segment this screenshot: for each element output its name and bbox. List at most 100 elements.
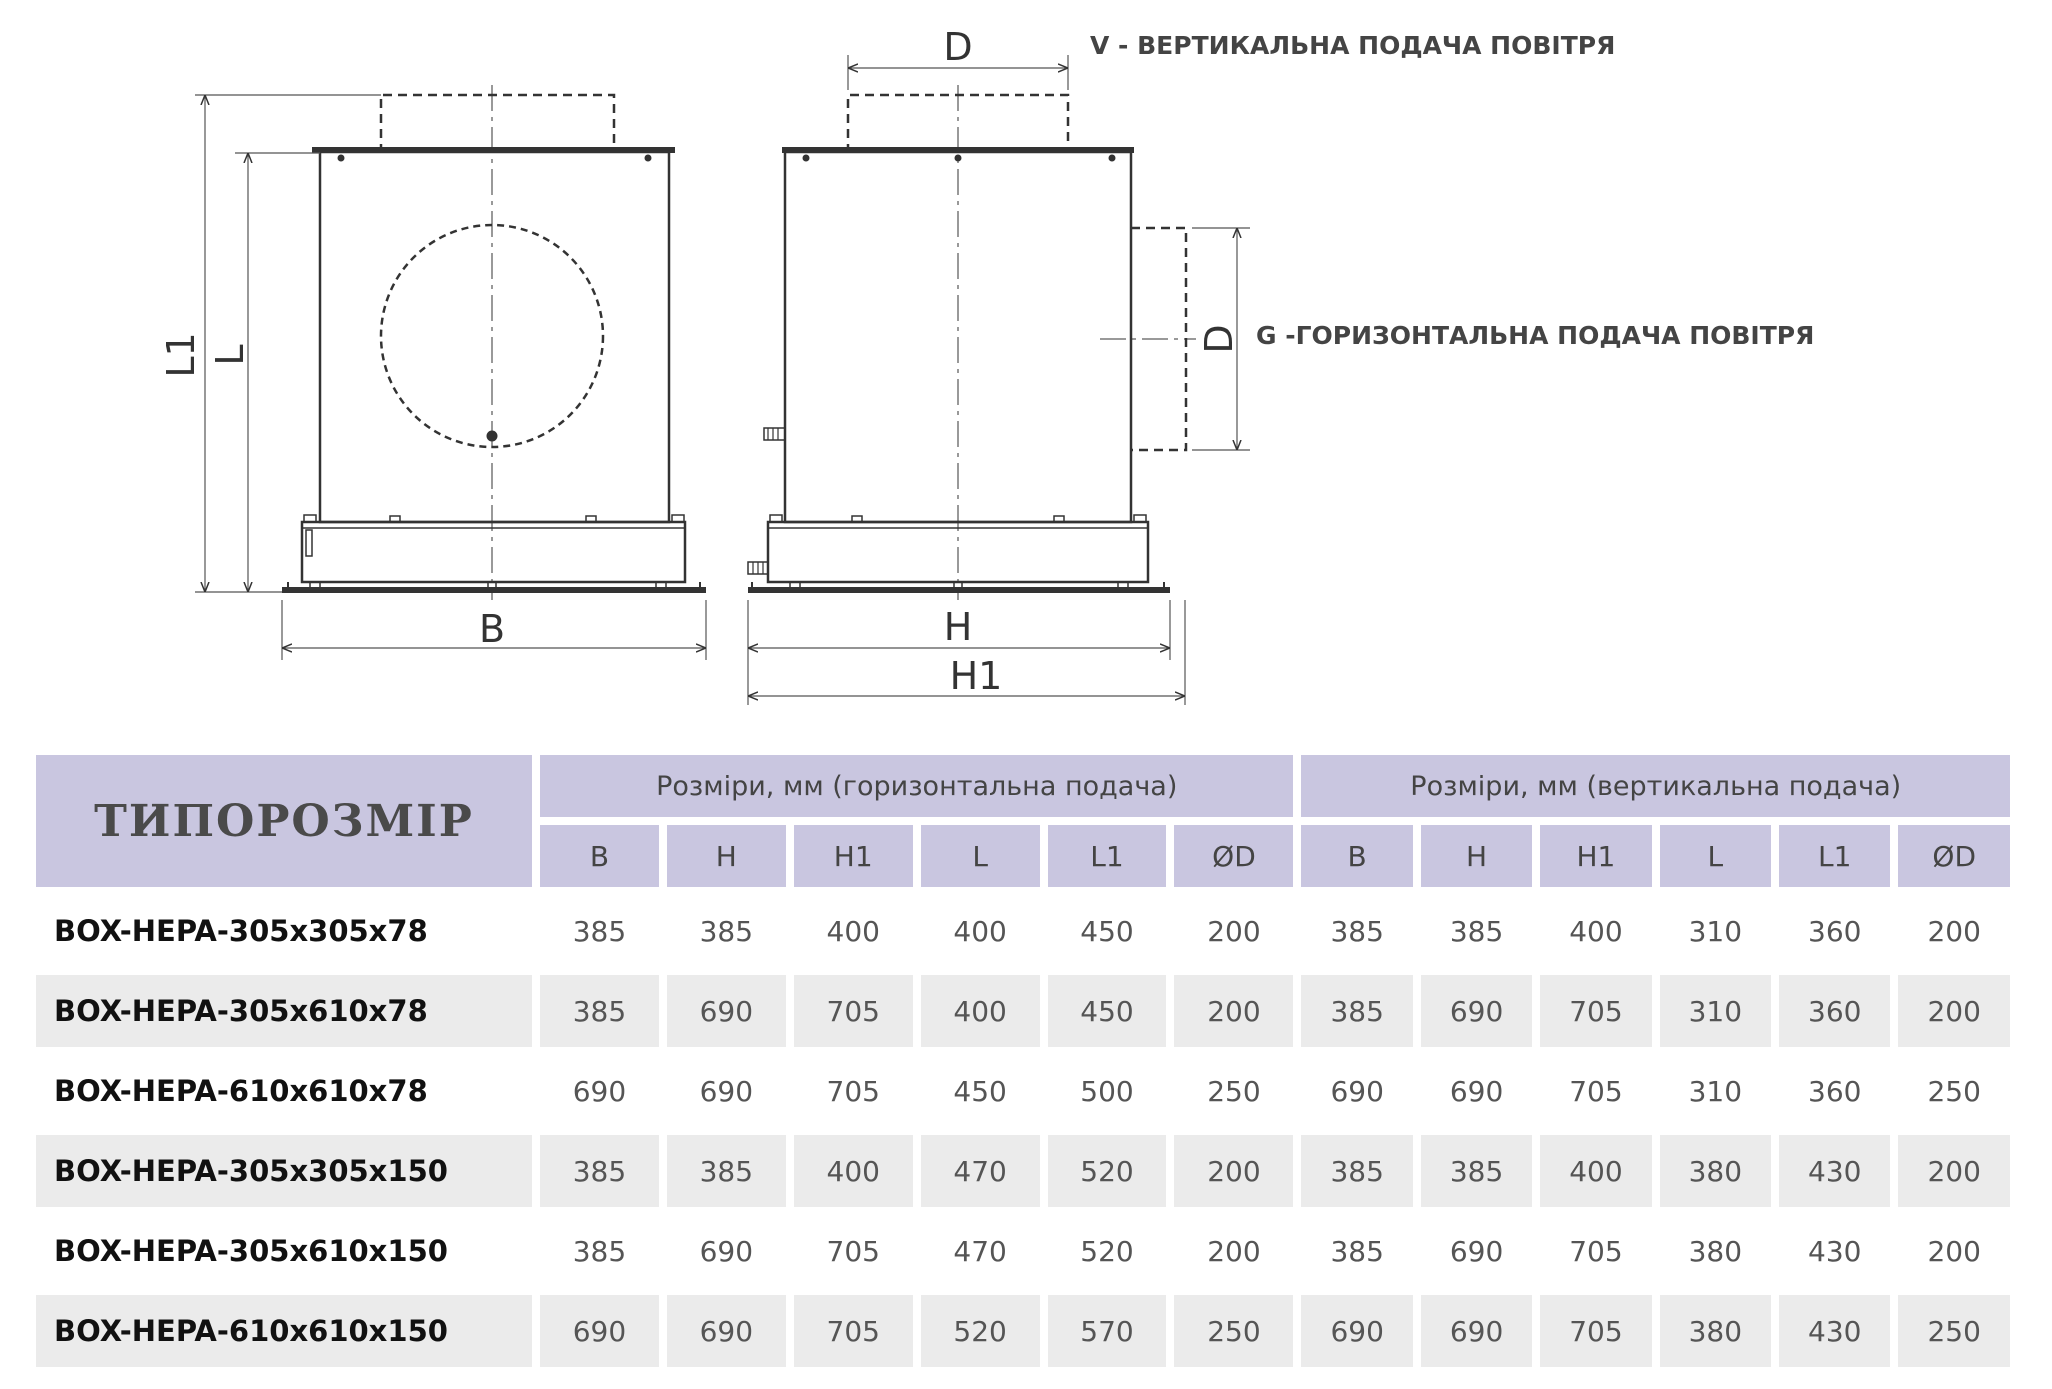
dim-label-L: L	[208, 344, 252, 365]
note-vertical-supply: V - ВЕРТИКАЛЬНА ПОДАЧА ПОВІТРЯ	[1090, 31, 1615, 60]
cell-v-D: 200	[1927, 914, 1981, 948]
cell-v-L1: 360	[1808, 914, 1862, 948]
cell-h-H1: 705	[826, 1234, 880, 1268]
cell-v-H: 690	[1420, 975, 1533, 1047]
col-header-h-H: H	[666, 825, 786, 887]
cell-h-B: 690	[540, 1295, 659, 1367]
col-header-h-H1: H1	[793, 825, 913, 887]
cell-h-H1: 705	[793, 1295, 913, 1367]
table-row: BOX-HEPA-610x610x78 690 690 705 450 500 …	[36, 1055, 2010, 1127]
table-row: BOX-HEPA-305x305x150 385 385 400 470 520…	[36, 1135, 2010, 1207]
cell-h-H1: 705	[826, 1074, 880, 1108]
cell-v-L1: 430	[1779, 1295, 1891, 1367]
cell-v-H: 690	[1449, 1234, 1504, 1268]
dim-label-B: B	[479, 607, 505, 651]
cell-v-B: 385	[1301, 1135, 1413, 1207]
cell-v-L: 310	[1688, 1074, 1743, 1108]
cell-h-H: 690	[666, 1295, 786, 1367]
model-name: BOX-HEPA-305x610x78	[36, 975, 532, 1047]
cell-h-D: 200	[1207, 1234, 1261, 1268]
col-header-h-L: L	[920, 825, 1040, 887]
cell-h-B: 385	[540, 975, 659, 1047]
cell-h-L1: 520	[1047, 1135, 1167, 1207]
cell-h-L: 520	[920, 1295, 1040, 1367]
cell-v-L1: 430	[1808, 1234, 1862, 1268]
cell-v-D: 200	[1898, 1135, 2010, 1207]
cell-v-H: 690	[1420, 1295, 1533, 1367]
model-name: BOX-HEPA-610x610x78	[54, 1074, 428, 1108]
cell-h-D: 200	[1174, 975, 1294, 1047]
cell-v-D: 250	[1898, 1295, 2010, 1367]
col-header-v-B: B	[1301, 825, 1413, 887]
dim-label-H1: H1	[950, 654, 1003, 698]
col-header-h-L1: L1	[1047, 825, 1167, 887]
front-view	[282, 85, 706, 600]
col-header-v-H: H	[1420, 825, 1533, 887]
cell-h-H1: 400	[826, 914, 880, 948]
spec-table: ТИПОРОЗМІР Розміри, мм (горизонтальна по…	[28, 747, 2018, 1375]
cell-h-H1: 705	[793, 975, 913, 1047]
cell-v-D: 200	[1898, 975, 2010, 1047]
cell-h-D: 250	[1174, 1295, 1294, 1367]
cell-v-H: 385	[1420, 1135, 1533, 1207]
cell-v-H1: 705	[1569, 1074, 1623, 1108]
cell-h-B: 690	[572, 1074, 627, 1108]
cell-v-L: 310	[1688, 914, 1743, 948]
table-row: BOX-HEPA-610x610x150 690 690 705 520 570…	[36, 1295, 2010, 1367]
model-name: BOX-HEPA-305x305x78	[54, 914, 428, 948]
table-row: BOX-HEPA-305x610x78 385 690 705 400 450 …	[36, 975, 2010, 1047]
cell-h-H: 385	[666, 1135, 786, 1207]
cell-v-H1: 400	[1569, 914, 1623, 948]
note-horizontal-supply: G -ГОРИЗОНТАЛЬНА ПОДАЧА ПОВІТРЯ	[1256, 321, 1814, 350]
model-name: BOX-HEPA-305x610x150	[54, 1234, 448, 1268]
cell-h-L1: 450	[1047, 975, 1167, 1047]
cell-h-H: 385	[699, 914, 754, 948]
cell-v-L1: 360	[1779, 975, 1891, 1047]
cell-h-L: 470	[920, 1135, 1040, 1207]
model-name: BOX-HEPA-305x305x150	[36, 1135, 532, 1207]
cell-v-H: 385	[1449, 914, 1504, 948]
col-header-v-L1: L1	[1779, 825, 1891, 887]
cell-v-H1: 705	[1540, 975, 1652, 1047]
cell-h-D: 200	[1174, 1135, 1294, 1207]
cell-v-D: 250	[1927, 1074, 1981, 1108]
side-dimensions	[747, 55, 1250, 705]
cell-v-L1: 430	[1779, 1135, 1891, 1207]
cell-v-L1: 360	[1808, 1074, 1862, 1108]
side-view	[747, 85, 1196, 600]
table-row: BOX-HEPA-305x610x150 385 690 705 470 520…	[36, 1215, 2010, 1287]
cell-v-B: 690	[1330, 1074, 1384, 1108]
cell-h-H1: 400	[793, 1135, 913, 1207]
cell-h-L1: 570	[1047, 1295, 1167, 1367]
cell-h-H: 690	[699, 1074, 754, 1108]
cell-v-L: 380	[1659, 1135, 1772, 1207]
cell-h-L: 470	[953, 1234, 1007, 1268]
dim-label-L1: L1	[159, 332, 203, 377]
cell-v-B: 385	[1330, 914, 1384, 948]
cell-h-L1: 520	[1080, 1234, 1134, 1268]
dim-label-D-top: D	[943, 25, 972, 69]
dim-label-H: H	[944, 605, 973, 649]
cell-h-L1: 450	[1080, 914, 1134, 948]
cell-h-L: 400	[920, 975, 1040, 1047]
col-header-h-D: ØD	[1174, 825, 1294, 887]
cell-v-L: 310	[1659, 975, 1772, 1047]
cell-h-D: 250	[1207, 1074, 1261, 1108]
cell-v-D: 200	[1927, 1234, 1981, 1268]
cell-h-H: 690	[666, 975, 786, 1047]
cell-h-L1: 500	[1080, 1074, 1134, 1108]
cell-h-B: 385	[572, 1234, 627, 1268]
cell-v-H1: 400	[1540, 1135, 1652, 1207]
cell-v-B: 385	[1301, 975, 1413, 1047]
cell-h-B: 385	[540, 1135, 659, 1207]
cell-h-D: 200	[1207, 914, 1261, 948]
table-row: BOX-HEPA-305x305x78 385 385 400 400 450 …	[36, 895, 2010, 967]
cell-h-L: 450	[953, 1074, 1007, 1108]
technical-drawing: L1 L B	[159, 25, 1814, 705]
col-header-v-D: ØD	[1898, 825, 2010, 887]
col-header-v-L: L	[1659, 825, 1772, 887]
col-header-h-B: B	[540, 825, 659, 887]
cell-v-H1: 705	[1569, 1234, 1623, 1268]
cell-v-B: 690	[1301, 1295, 1413, 1367]
front-dimensions	[195, 94, 707, 660]
